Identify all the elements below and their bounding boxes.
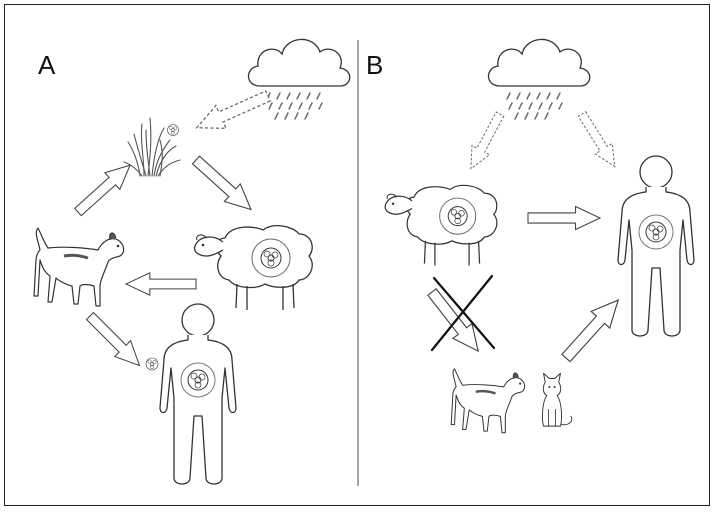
dashed-arrow-rain-to-grass [192, 85, 273, 140]
dog-icon [451, 369, 524, 433]
arrow-dog-to-human [82, 308, 147, 373]
arrow-grass-to-sheep [188, 151, 259, 218]
rain-cloud-icon [488, 39, 589, 119]
egg-icon [146, 358, 158, 370]
dog-icon [34, 228, 124, 306]
rain-cloud-icon [248, 39, 349, 119]
arrow-dog-to-human [557, 292, 628, 367]
arrow-sheep-to-dog [126, 273, 196, 295]
sheep-icon [385, 185, 497, 265]
sheep-icon [195, 226, 313, 310]
egg-icon [168, 125, 179, 136]
arrow-dog-to-grass [71, 157, 138, 220]
dashed-arrow-rain-to-human [574, 109, 624, 172]
human-icon [160, 304, 236, 484]
human-icon [618, 156, 694, 336]
dashed-arrow-rain-to-sheep [462, 109, 509, 173]
cat-icon [542, 373, 571, 426]
arrow-sheep-to-human [528, 206, 600, 229]
